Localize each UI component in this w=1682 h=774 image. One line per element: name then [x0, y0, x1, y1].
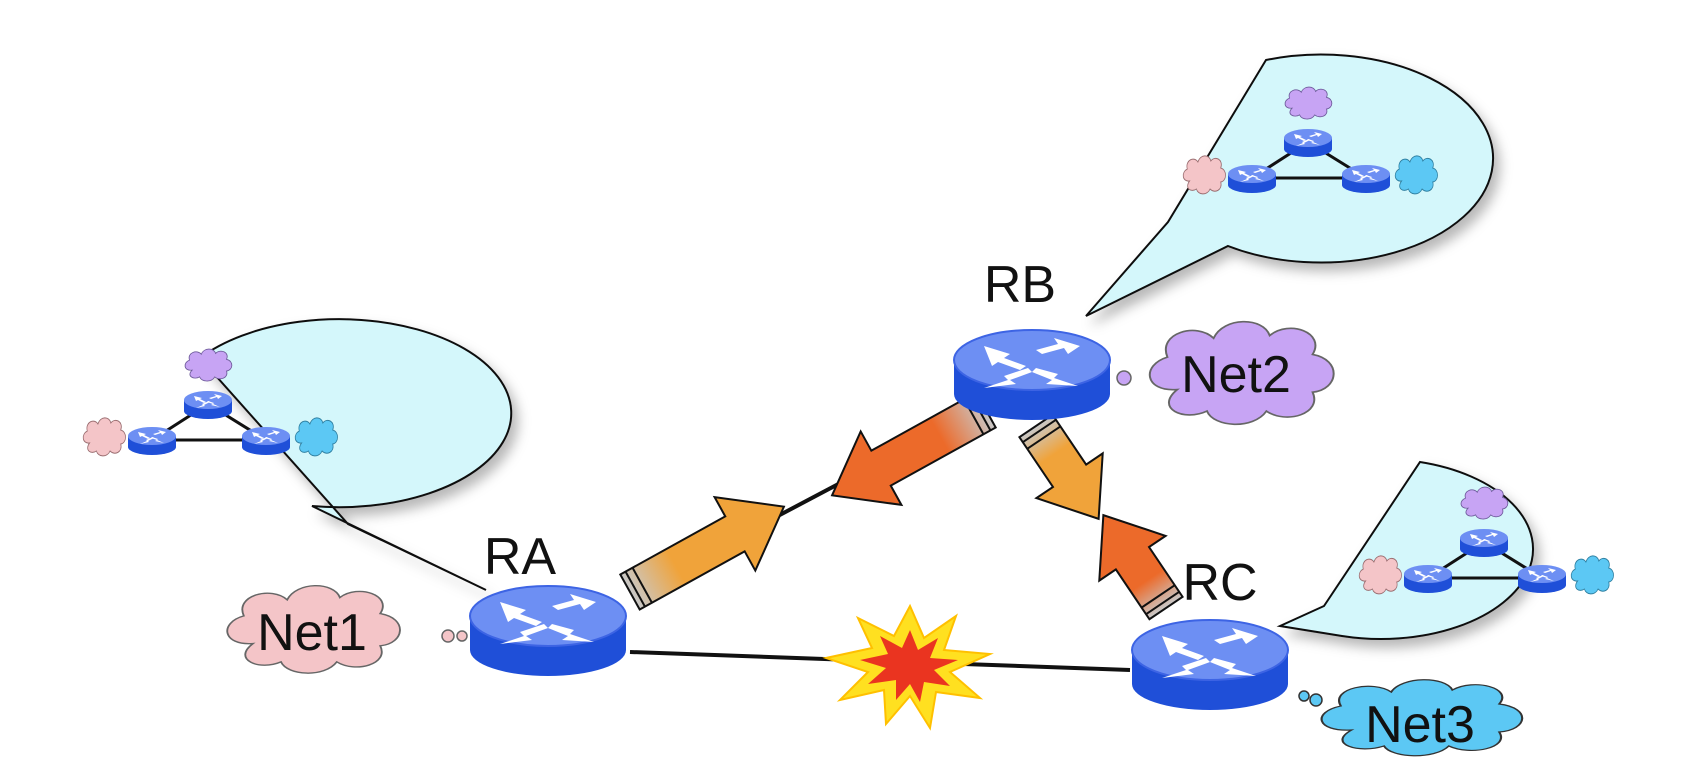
router-rb-icon	[953, 329, 1111, 421]
link-failure-starburst-icon	[822, 603, 994, 731]
net1-cloud-icon: Net1	[226, 584, 468, 675]
net2-label: Net2	[1181, 346, 1291, 404]
update-arrow-rb-to-rc	[1018, 413, 1104, 521]
topology-bubble-ra	[198, 318, 513, 591]
router-ra-label: RA	[484, 528, 557, 586]
net1-label: Net1	[257, 604, 367, 662]
router-rc-label: RC	[1182, 554, 1257, 612]
net3-label: Net3	[1365, 696, 1475, 754]
update-arrow-ra-to-rb	[618, 495, 786, 611]
update-arrow-rc-to-rb	[1098, 513, 1184, 621]
router-ra-icon	[469, 585, 627, 677]
net2-cloud-icon: Net2	[1116, 320, 1335, 426]
router-rc-icon	[1131, 619, 1289, 711]
router-rb-label: RB	[984, 256, 1056, 314]
topology-bubble-rb	[1085, 53, 1495, 317]
net3-cloud-icon: Net3	[1298, 678, 1524, 757]
